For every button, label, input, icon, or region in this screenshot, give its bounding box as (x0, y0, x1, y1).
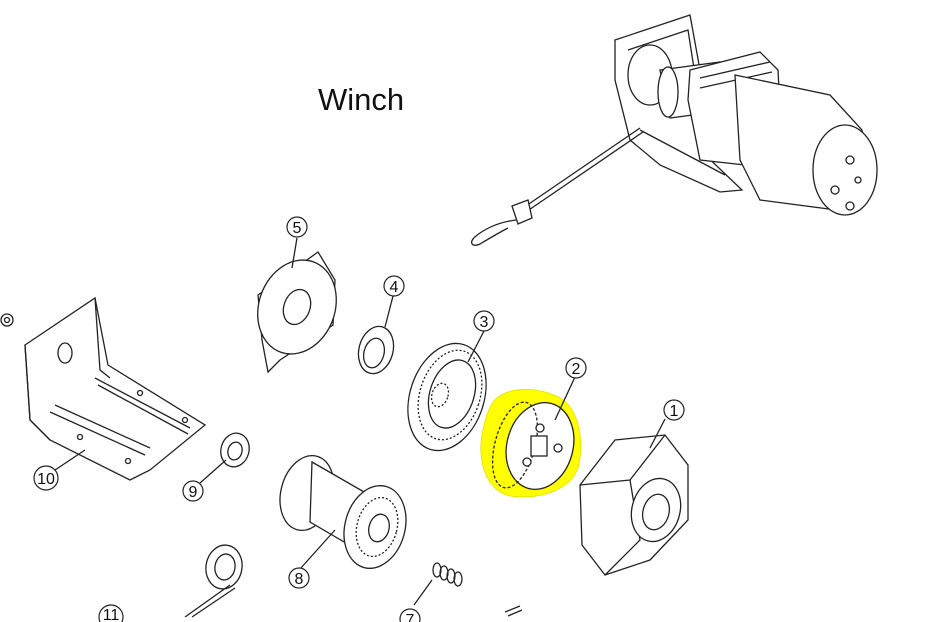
callout-10-label: 10 (37, 471, 55, 488)
callout-10: 10 (33, 465, 59, 491)
callout-5: 5 (286, 216, 308, 238)
callout-4-label: 4 (390, 279, 399, 296)
leader-lines (54, 237, 666, 606)
callout-7-label: 7 (406, 612, 415, 622)
callout-5-label: 5 (293, 220, 302, 237)
callout-7: 7 (399, 608, 421, 622)
callout-1-label: 1 (670, 403, 679, 420)
part-10-base-bracket (0, 296, 207, 481)
callout-2-label: 2 (572, 361, 581, 378)
callout-2: 2 (565, 357, 587, 379)
callout-3-label: 3 (480, 314, 489, 331)
callout-9-label: 9 (189, 484, 198, 501)
part-8-drum (279, 455, 407, 569)
part-5-side-plate (257, 251, 337, 374)
part-9-washer (220, 432, 250, 468)
callout-11-label: 11 (103, 607, 120, 622)
part-1-gearbox-housing (579, 434, 689, 576)
callout-8-label: 8 (295, 571, 304, 588)
assembled-winch (471, 14, 878, 246)
callout-1: 1 (663, 399, 685, 421)
part-11-rope-coil (184, 544, 243, 618)
callout-4: 4 (383, 275, 405, 297)
callout-8: 8 (288, 567, 310, 589)
callout-11: 11 (98, 604, 124, 622)
part-3-ring-gear (407, 342, 487, 452)
callout-9: 9 (182, 480, 204, 502)
part-7-spring (432, 562, 523, 617)
diagram-title: Winch (318, 82, 405, 117)
part-2-planetary-gear (480, 389, 582, 498)
part-4-bushing (357, 325, 395, 375)
callout-3: 3 (473, 310, 495, 332)
